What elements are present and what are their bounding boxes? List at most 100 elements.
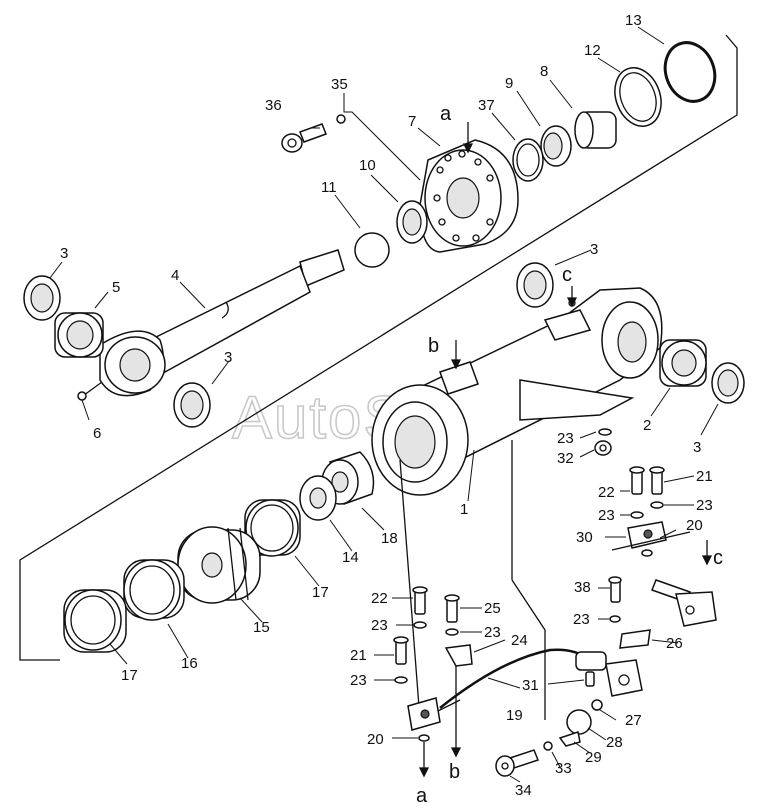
callout-1: 1 [460,501,468,518]
ring-17-lower [63,589,127,653]
ref-b-bottom: b [449,761,460,783]
callout-25: 25 [484,600,501,617]
o-ring-27 [591,699,603,711]
bushing-2 [659,339,707,387]
assembly-outline [19,34,738,720]
callout-9: 9 [505,75,513,92]
o-ring-33 [543,741,553,751]
piston-rod-4 [99,249,345,397]
callout-27: 27 [625,712,642,729]
washer-23-r2 [650,501,664,509]
ref-c-right: c [713,547,723,569]
ring-9 [540,125,572,167]
bolt-25 [444,594,460,623]
callout-23-r1: 23 [598,507,615,524]
callout-18: 18 [381,530,398,547]
leader-lines [49,26,719,783]
ring-16 [123,559,185,621]
callout-35: 35 [331,76,348,93]
callout-28: 28 [606,734,623,751]
callout-19: 19 [506,707,523,724]
bolt-38 [608,576,622,603]
piston-15 [177,526,261,604]
callout-21-lower: 21 [350,647,367,664]
valve-block [605,659,643,697]
callout-3-upper-right: 3 [590,241,598,258]
callout-3-left: 3 [60,245,68,262]
callout-23-l1: 23 [371,617,388,634]
callout-32: 32 [557,450,574,467]
callout-20-right: 20 [686,517,703,534]
ring-3-lower [173,382,211,428]
bolt-22-upper [629,466,645,495]
ball-11 [354,232,390,268]
callout-31: 31 [522,677,539,694]
callout-23-l3: 23 [350,672,367,689]
seal-35 [336,114,346,124]
callout-16: 16 [181,655,198,672]
bolt-34 [495,749,539,777]
callout-23-r3: 23 [573,611,590,628]
callout-13: 13 [625,12,642,29]
fitting-lower-left [407,697,441,731]
callout-23-mid: 23 [557,430,574,447]
clamp-24 [444,644,473,667]
washer-20-right [641,549,653,557]
callout-22-upper: 22 [598,484,615,501]
cylinder-head-7 [419,139,519,253]
ref-a-bottom: a [416,785,428,807]
callout-2: 2 [643,417,651,434]
ref-a-top: a [440,103,452,125]
callout-22-lower: 22 [371,590,388,607]
callout-5: 5 [112,279,120,296]
callout-3-lower: 3 [224,349,232,366]
callout-21-upper: 21 [696,468,713,485]
washer-23-l2 [445,628,459,636]
ring-3-left [23,275,61,321]
ring-37 [512,138,544,182]
bolt-21-lower [393,636,409,665]
cylinder-tube-1 [371,287,663,496]
callout-37: 37 [478,97,495,114]
fitting-31 [575,651,607,687]
nut-18 [321,451,375,505]
callout-29: 29 [585,749,602,766]
washer-23-r1 [630,511,644,519]
callout-7: 7 [408,113,416,130]
callout-8: 8 [540,63,548,80]
bolt-21-upper [649,466,665,495]
callout-30: 30 [576,529,593,546]
callout-36: 36 [265,97,282,114]
grease-fitting-6 [77,381,103,401]
callout-17-lower: 17 [121,667,138,684]
ref-c-top: c [562,264,572,286]
callout-24: 24 [511,632,528,649]
ring-10 [396,200,428,244]
bolt-22-lower [412,586,428,615]
callout-33: 33 [555,760,572,777]
callout-4: 4 [171,267,179,284]
ring-3-upper-right [516,262,554,308]
clamp-30 [627,521,667,549]
washer-23-mid [598,428,612,436]
callout-23-r2: 23 [696,497,713,514]
hose-end-right [651,579,717,627]
washer-23-l1 [413,621,427,629]
callout-17-upper: 17 [312,584,329,601]
clamp-26 [619,629,651,649]
o-ring-13 [663,41,717,103]
callout-10: 10 [359,157,376,174]
callout-26: 26 [666,635,683,652]
callout-20-lower: 20 [367,731,384,748]
washer-23-l3 [394,676,408,684]
callout-38: 38 [574,579,591,596]
washer-23-r3 [609,615,621,623]
callout-15: 15 [253,619,270,636]
ring-17-upper [244,499,301,557]
bushing-8 [574,111,617,149]
callout-6: 6 [93,425,101,442]
callout-12: 12 [584,42,601,59]
callout-23-l2: 23 [484,624,501,641]
cover-28 [566,709,592,735]
